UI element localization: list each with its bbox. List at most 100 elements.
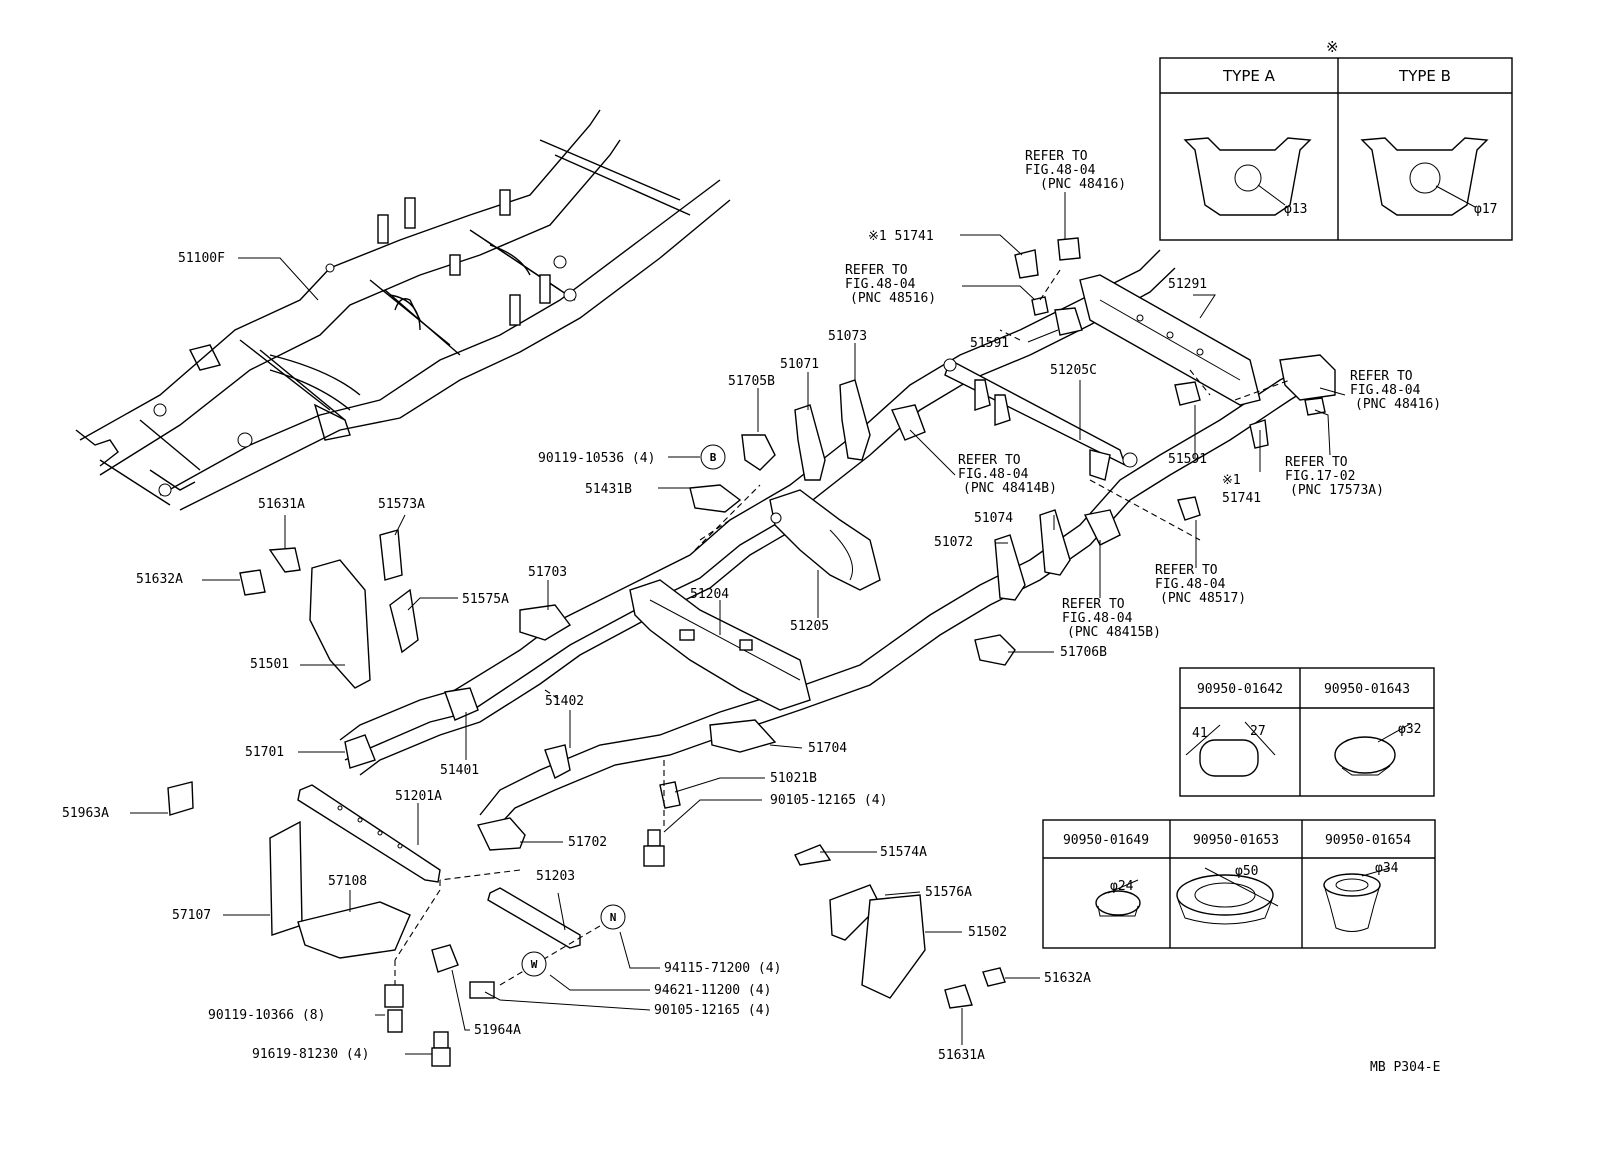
label-90119-10366: 90119-10366 (8): [208, 1008, 325, 1023]
leader-lines: [130, 234, 1346, 1055]
plug-part-90950-01654: 90950-01654: [1325, 833, 1411, 848]
refer-note-5-line-2: FIG.48-04: [958, 467, 1029, 482]
refer-note-6-line-1: REFER TO: [1155, 563, 1218, 578]
plug-cap-dim-24: φ24: [1110, 879, 1134, 894]
refer-note-7-line-1: REFER TO: [1062, 597, 1125, 612]
refer-note-6: REFER TO FIG.48-04 (PNC 48517): [1155, 563, 1246, 606]
circle-marker-n-label: N: [610, 911, 617, 924]
label-51741-top: ※1 51741: [868, 229, 934, 244]
label-51204: 51204: [690, 587, 729, 602]
refer-note-3-line-1: REFER TO: [1350, 369, 1413, 384]
plug-grommet-dim-50: φ50: [1235, 864, 1258, 879]
circle-marker-w: W: [521, 951, 547, 977]
refer-note-3-line-2: FIG.48-04: [1350, 383, 1421, 398]
label-51632A-left: 51632A: [136, 572, 183, 587]
part-labels: 51100F ※1 51741 51291 51591 51591 51205C…: [62, 229, 1261, 1063]
plug-part-90950-01653: 90950-01653: [1193, 833, 1279, 848]
refer-note-5-line-3: (PNC 48414B): [963, 481, 1057, 496]
refer-note-4: REFER TO FIG.17-02 (PNC 17573A): [1285, 455, 1384, 498]
refer-note-7-line-3: (PNC 48415B): [1067, 625, 1161, 640]
plug-oval-dim-41: 41: [1192, 726, 1208, 741]
plug-deep-dim-34: φ34: [1375, 861, 1399, 876]
type-a-hole-dim: φ13: [1284, 202, 1307, 217]
label-51021B: 51021B: [770, 771, 817, 786]
label-51706B: 51706B: [1060, 645, 1107, 660]
diagram-code: MB P304-E: [1370, 1060, 1440, 1075]
label-51701: 51701: [245, 745, 284, 760]
type-inset-table: ※ TYPE A TYPE B φ13 φ17: [1159, 38, 1513, 241]
label-57108: 57108: [328, 874, 367, 889]
label-51632A-right: 51632A: [1044, 971, 1091, 986]
overview-frame-drawing: [75, 109, 731, 511]
refer-note-3: REFER TO FIG.48-04 (PNC 48416): [1350, 369, 1441, 412]
label-51502: 51502: [968, 925, 1007, 940]
label-51591-b: 51591: [1168, 452, 1207, 467]
label-51073: 51073: [828, 329, 867, 344]
label-51705B: 51705B: [728, 374, 775, 389]
main-frame-drawing: [167, 237, 1336, 1067]
plug-part-90950-01642: 90950-01642: [1197, 682, 1283, 697]
type-b-header: TYPE B: [1398, 67, 1451, 85]
label-51074: 51074: [974, 511, 1013, 526]
label-51702: 51702: [568, 835, 607, 850]
plug-table-bottom: 90950-01649 90950-01653 90950-01654 φ24 …: [1042, 819, 1436, 949]
refer-note-1-line-1: REFER TO: [1025, 149, 1088, 164]
label-51703: 51703: [528, 565, 567, 580]
plug-part-90950-01643: 90950-01643: [1324, 682, 1410, 697]
label-94115-71200: 94115-71200 (4): [664, 961, 781, 976]
label-51205C: 51205C: [1050, 363, 1097, 378]
circle-marker-b: B: [700, 444, 726, 470]
type-a-header: TYPE A: [1222, 67, 1276, 85]
label-51704: 51704: [808, 741, 847, 756]
label-51205: 51205: [790, 619, 829, 634]
refer-note-2-line-2: FIG.48-04: [845, 277, 916, 292]
refer-note-5: REFER TO FIG.48-04 (PNC 48414B): [958, 453, 1057, 496]
refer-note-4-line-2: FIG.17-02: [1285, 469, 1355, 484]
refer-note-2-line-3: (PNC 48516): [850, 291, 936, 306]
refer-note-7: REFER TO FIG.48-04 (PNC 48415B): [1062, 597, 1161, 640]
label-90105-12165-b: 90105-12165 (4): [654, 1003, 771, 1018]
refer-note-7-line-2: FIG.48-04: [1062, 611, 1133, 626]
type-b-hole-dim: φ17: [1474, 202, 1497, 217]
circle-marker-w-label: W: [531, 958, 538, 971]
refer-note-1: REFER TO FIG.48-04 (PNC 48416): [1025, 149, 1126, 240]
refer-note-5-line-1: REFER TO: [958, 453, 1021, 468]
label-51203: 51203: [536, 869, 575, 884]
plug-part-90950-01649: 90950-01649: [1063, 833, 1149, 848]
refer-note-3-line-3: (PNC 48416): [1355, 397, 1441, 412]
label-90105-12165-a: 90105-12165 (4): [770, 793, 887, 808]
circle-marker-n: N: [600, 904, 626, 930]
plug-oval-dim-27: 27: [1250, 724, 1266, 739]
label-51431B: 51431B: [585, 482, 632, 497]
label-51631A-top: 51631A: [258, 497, 305, 512]
plug-table-top: 90950-01642 90950-01643 41 27 φ32: [1179, 667, 1435, 797]
type-inset-symbol: ※: [1326, 38, 1339, 56]
refer-note-1-line-2: FIG.48-04: [1025, 163, 1096, 178]
label-51591-a: 51591: [970, 336, 1009, 351]
label-91619-81230: 91619-81230 (4): [252, 1047, 369, 1062]
refer-note-2-line-1: REFER TO: [845, 263, 908, 278]
plug-round-dim-32: φ32: [1398, 722, 1421, 737]
label-94621-11200: 94621-11200 (4): [654, 983, 771, 998]
label-51100F: 51100F: [178, 251, 225, 266]
label-51576A: 51576A: [925, 885, 972, 900]
label-51574A: 51574A: [880, 845, 927, 860]
label-51071: 51071: [780, 357, 819, 372]
circle-marker-b-label: B: [710, 451, 717, 464]
label-51072: 51072: [934, 535, 973, 550]
refer-note-6-line-2: FIG.48-04: [1155, 577, 1226, 592]
label-51501: 51501: [250, 657, 289, 672]
label-51741-b-mark: ※1: [1222, 473, 1241, 488]
refer-note-2: REFER TO FIG.48-04 (PNC 48516): [845, 263, 1036, 306]
refer-note-1-line-3: (PNC 48416): [1040, 177, 1126, 192]
label-57107: 57107: [172, 908, 211, 923]
label-51963A: 51963A: [62, 806, 109, 821]
label-51291: 51291: [1168, 277, 1207, 292]
label-51964A: 51964A: [474, 1023, 521, 1038]
label-51741-b: 51741: [1222, 491, 1261, 506]
label-51402: 51402: [545, 694, 584, 709]
refer-note-6-line-3: (PNC 48517): [1160, 591, 1246, 606]
label-90119-10536: 90119-10536 (4): [538, 451, 655, 466]
